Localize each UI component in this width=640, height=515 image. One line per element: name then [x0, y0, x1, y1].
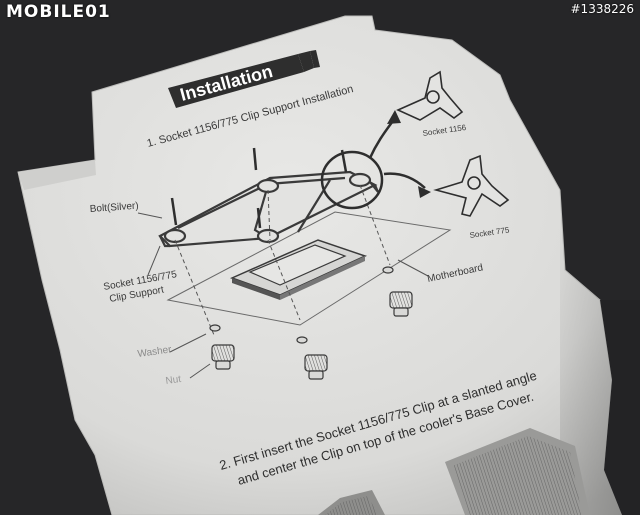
- clip-support-bracket: [158, 170, 380, 248]
- paper-fold: [600, 300, 640, 515]
- washer-label: Washer: [137, 344, 173, 360]
- cpu-socket: [229, 239, 368, 300]
- washers-and-nuts: [209, 266, 413, 380]
- socket-775-clip-icon: [433, 154, 510, 217]
- socket-1156-clip-icon: [396, 70, 464, 121]
- photo-id-watermark: #1338226: [570, 2, 635, 16]
- dashed-guides: [174, 184, 391, 336]
- bolts: [170, 147, 348, 229]
- motherboard-plate: [166, 211, 452, 326]
- nut-label: Nut: [165, 374, 182, 387]
- step2-photo-right: [445, 428, 590, 515]
- mobile01-logo-watermark: MOBILE01: [6, 2, 111, 22]
- bolt-label: Bolt(Silver): [89, 201, 139, 215]
- step2-photo-left: [318, 490, 385, 515]
- callout-lines: [137, 212, 429, 379]
